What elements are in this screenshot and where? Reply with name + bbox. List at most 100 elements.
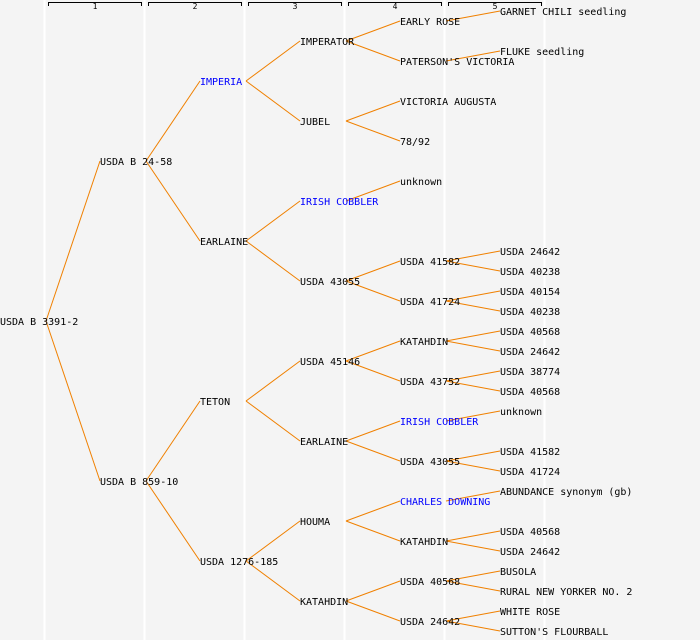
pedigree-node: USDA 41582 (400, 257, 460, 268)
pedigree-line (245, 560, 301, 602)
pedigree-line (345, 500, 401, 522)
pedigree-line (345, 260, 401, 282)
pedigree-line (445, 290, 501, 302)
pedigree-node-link[interactable]: IRISH COBBLER (300, 197, 379, 208)
pedigree-node: USDA 24642 (400, 617, 460, 628)
pedigree-line (245, 240, 301, 282)
pedigree-line (345, 600, 401, 622)
pedigree-node: USDA 43055 (300, 277, 360, 288)
pedigree-node: RURAL NEW YORKER NO. 2 (500, 587, 632, 598)
pedigree-node: unknown (500, 407, 542, 418)
pedigree-node-link[interactable]: IMPERIA (200, 77, 242, 88)
pedigree-labels: USDA B 3391-2 USDA B 24-58 IMPERIA IMPERATO… (0, 7, 632, 638)
pedigree-node: USDA 1276-185 (200, 557, 278, 568)
generation-bracket (348, 2, 442, 6)
pedigree-line (245, 200, 301, 242)
pedigree-node: EARLAINE (200, 237, 248, 248)
pedigree-lines (45, 10, 501, 632)
pedigree-line (345, 100, 401, 122)
pedigree-node: KATAHDIN (400, 337, 448, 348)
pedigree-line (445, 610, 501, 622)
pedigree-node: USDA 41582 (500, 447, 560, 458)
pedigree-line (445, 450, 501, 462)
pedigree-node: USDA 45146 (300, 357, 360, 368)
pedigree-node-link[interactable]: CHARLES DOWNING (400, 497, 490, 508)
pedigree-node: USDA 24642 (500, 347, 560, 358)
pedigree-line (445, 50, 501, 62)
pedigree-node: KATAHDIN (400, 537, 448, 548)
pedigree-line (45, 160, 101, 322)
pedigree-line (445, 330, 501, 342)
pedigree-node: USDA 24642 (500, 247, 560, 258)
pedigree-node: unknown (400, 177, 442, 188)
pedigree-node: WHITE ROSE (500, 607, 560, 618)
generation-number: 3 (293, 2, 298, 11)
generation-bracket (448, 2, 542, 6)
pedigree-line (245, 40, 301, 82)
pedigree-node: EARLY ROSE (400, 17, 460, 28)
pedigree-node: GARNET CHILI seedling (500, 7, 626, 18)
pedigree-node: KATAHDIN (300, 597, 348, 608)
generation-bracket (248, 2, 342, 6)
pedigree-node: JUBEL (300, 117, 330, 128)
pedigree-line (345, 280, 401, 302)
pedigree-node: HOUMA (300, 517, 330, 528)
pedigree-line (345, 440, 401, 462)
column-separators (43, 0, 546, 640)
pedigree-line (145, 480, 201, 562)
pedigree-line (445, 580, 501, 592)
pedigree-line (445, 410, 501, 422)
pedigree-line (445, 340, 501, 352)
pedigree-node: BUSOLA (500, 567, 536, 578)
pedigree-node: USDA B 859-10 (100, 477, 178, 488)
pedigree-line (145, 160, 201, 242)
generation-number: 4 (393, 2, 398, 11)
pedigree-line (445, 260, 501, 272)
pedigree-line (345, 580, 401, 602)
pedigree-node: ABUNDANCE synonym (gb) (500, 487, 632, 498)
pedigree-node: USDA 40568 (500, 327, 560, 338)
pedigree-line (445, 490, 501, 502)
pedigree-node: PATERSON'S VICTORIA (400, 57, 514, 68)
pedigree-node: USDA 24642 (500, 547, 560, 558)
pedigree-line (445, 10, 501, 22)
pedigree-node: USDA 40238 (500, 307, 560, 318)
generation-number: 1 (93, 2, 98, 11)
pedigree-node: USDA 43752 (400, 377, 460, 388)
pedigree-node: VICTORIA AUGUSTA (400, 97, 496, 108)
pedigree-line (245, 520, 301, 562)
pedigree-node: FLUKE seedling (500, 47, 584, 58)
pedigree-line (145, 80, 201, 162)
generation-number: 5 (493, 2, 498, 11)
pedigree-line (345, 520, 401, 542)
pedigree-line (345, 420, 401, 442)
pedigree-line (445, 300, 501, 312)
pedigree-node-link[interactable]: IRISH COBBLER (400, 417, 479, 428)
pedigree-line (345, 340, 401, 362)
pedigree-node: USDA 43055 (400, 457, 460, 468)
pedigree-line (345, 20, 401, 42)
pedigree-node: USDA 40568 (500, 527, 560, 538)
pedigree-line (345, 180, 401, 202)
pedigree-line (445, 570, 501, 582)
pedigree-node: IMPERATOR (300, 37, 355, 48)
pedigree-node: SUTTON'S FLOURBALL (500, 627, 608, 638)
pedigree-node: USDA 41724 (500, 467, 560, 478)
pedigree-line (245, 80, 301, 122)
pedigree-node: EARLAINE (300, 437, 348, 448)
pedigree-node: 78/92 (400, 137, 430, 148)
pedigree-node: USDA 38774 (500, 367, 560, 378)
pedigree-line (345, 40, 401, 62)
pedigree-root: USDA B 3391-2 (0, 317, 78, 328)
pedigree-node: USDA B 24-58 (100, 157, 172, 168)
generation-bracket (148, 2, 242, 6)
pedigree-node: USDA 40238 (500, 267, 560, 278)
pedigree-line (445, 460, 501, 472)
pedigree-line (445, 370, 501, 382)
pedigree-line (345, 120, 401, 142)
pedigree-line (445, 530, 501, 542)
pedigree-line (245, 400, 301, 442)
pedigree-line (145, 400, 201, 482)
